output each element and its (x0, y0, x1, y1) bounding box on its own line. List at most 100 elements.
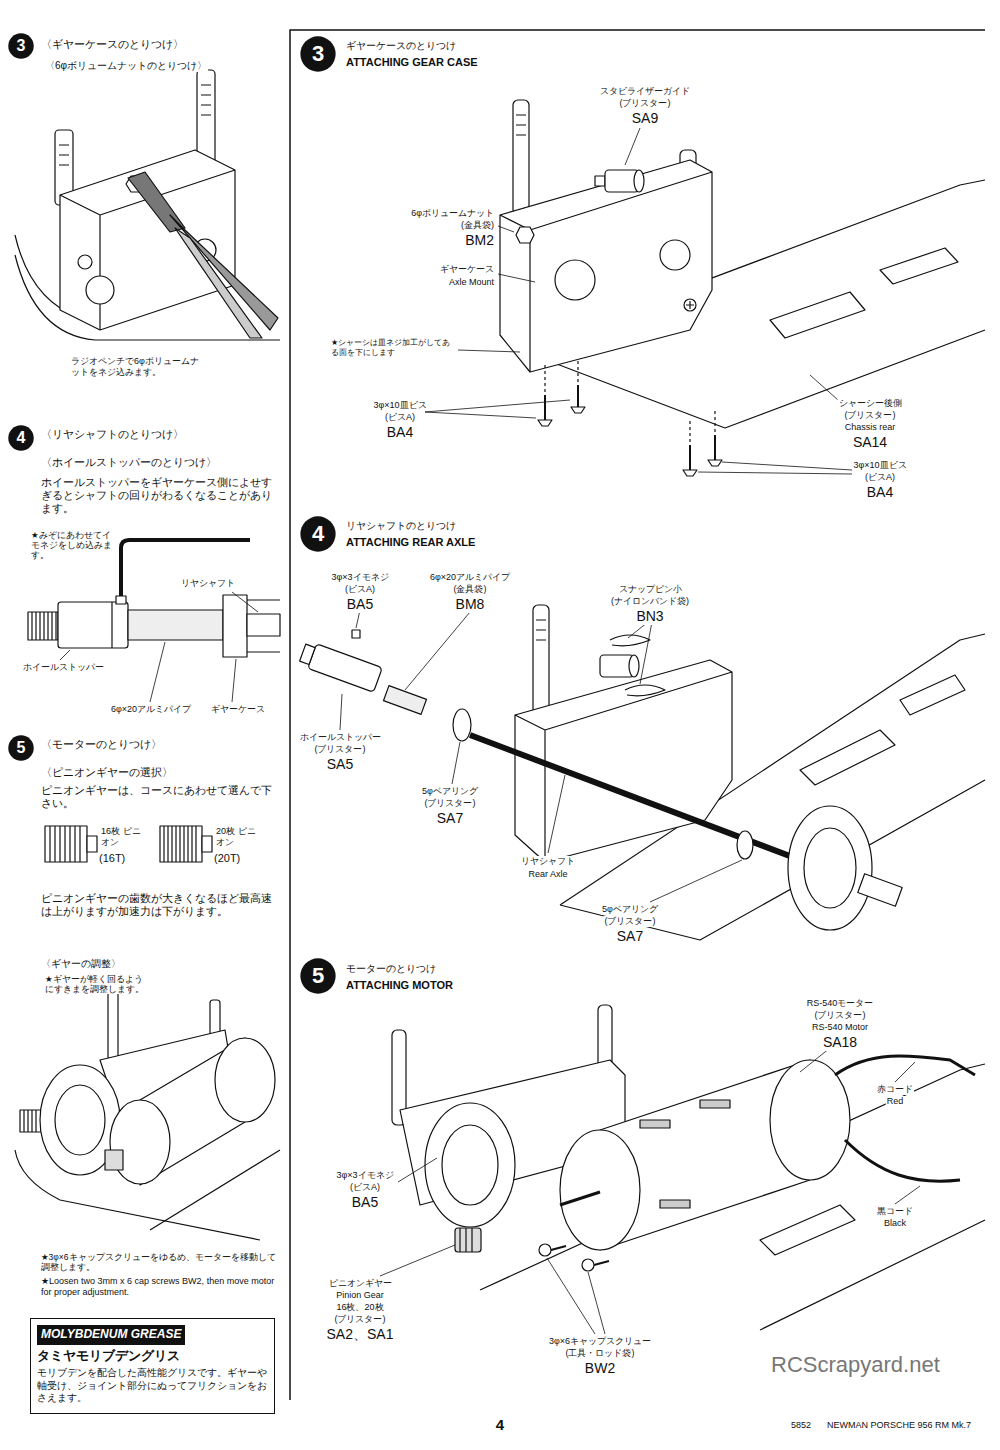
motor-assembly (380, 1005, 985, 1334)
motor-assembly (760, 1205, 855, 1255)
rear-axle-assembly (340, 610, 742, 902)
rear-axle-assembly (737, 831, 753, 859)
gear-adjustment-drawing (108, 990, 118, 1060)
callout-label: シャーシー後側 (838, 398, 903, 409)
motor-assembly (380, 1048, 920, 1334)
part-code: BA4 (866, 484, 894, 501)
callout-label: 16枚 ピニオン (100, 826, 146, 848)
callout-label: 赤コード (876, 1084, 914, 1095)
gear-case-assembly (880, 248, 958, 284)
part-code: SA7 (436, 810, 464, 827)
gear-case-photo (60, 170, 235, 330)
shaft-detail (111, 602, 112, 648)
step-circle (300, 516, 335, 551)
motor-assembly (551, 1246, 609, 1265)
product-note: モリブデンを配合した高性能グリスです。ギヤーや軸受け、ジョイント部分にぬってフリ… (37, 1367, 268, 1404)
callout-label: 3φ×10皿ビス (372, 400, 427, 411)
callout-label: Chassis rear (844, 422, 897, 433)
motor-assembly (560, 1192, 600, 1205)
step-number-text: 4 (8, 425, 34, 451)
part-code: BM8 (455, 596, 486, 613)
step-number-text: 3 (300, 36, 336, 72)
callout-label: 5φベアリング (601, 904, 659, 915)
callout-label: 〈モーターのとりつけ〉 (40, 738, 163, 751)
step-circle (300, 36, 335, 71)
callout-label: 5φベアリング (421, 786, 479, 797)
callout-label: (ブリスター) (424, 798, 477, 809)
motor-assembly (560, 1130, 640, 1250)
rear-axle-assembly (858, 874, 902, 906)
step-number-text: 3 (8, 33, 34, 59)
step-number: 3 (300, 36, 336, 72)
gear-case-photo (78, 255, 92, 269)
gear-case-assembly (425, 100, 985, 476)
step-number: 3 (8, 33, 34, 59)
callout-label: (ビスA) (344, 584, 376, 595)
callout-label: 〈リヤシャフトのとりつけ〉 (40, 428, 185, 441)
callout-label: 〈ピニオンギヤーの選択〉 (40, 766, 174, 779)
part-code: BW2 (584, 1360, 616, 1377)
step-number: 4 (300, 516, 336, 552)
gear-case-assembly (513, 100, 529, 215)
callout-label: (ビスA) (384, 412, 416, 423)
callout-label: ホイールストッパーをギヤーケース側によせすぎるとシャフトの回りがわるくなることが… (40, 476, 282, 516)
callout-label: ★3φ×6キャップスクリューをゆるめ、モーターを移動して調整します。 (40, 1252, 282, 1272)
part-code: SA7 (616, 928, 644, 945)
callout-label: ★シャーシは皿ネジ加工がしてある面を下にします (330, 338, 457, 357)
callout-label: ラジオペンチで6φボリュームナットをネジ込みます。 (70, 356, 207, 378)
gear-adjustment-drawing (55, 1085, 105, 1155)
callout-label: (ブリスター) (604, 916, 657, 927)
callout-label: リヤシャフト (520, 856, 576, 867)
gear-adjustment-drawing (105, 1150, 123, 1170)
step-circle (8, 425, 33, 450)
footer-text: 5852 (790, 1420, 812, 1431)
callout-label: ★ギヤーが軽く回るようにすきまを調整します。 (44, 974, 146, 994)
product-name: タミヤモリブデングリス (37, 1348, 268, 1365)
rear-axle-assembly (453, 709, 471, 741)
motor-assembly (640, 1120, 670, 1128)
note-box: MOLYBDENUM GREASEタミヤモリブデングリスモリブデンを配合した高性… (30, 1318, 275, 1414)
callout-label: (ブリスター) (334, 1314, 387, 1325)
part-code: BA5 (351, 1194, 379, 1211)
callout-label: 〈ホイールストッパーのとりつけ〉 (40, 456, 218, 469)
motor-assembly (442, 1125, 498, 1205)
callout-label: Axle Mount (448, 277, 495, 288)
gear-case-assembly (516, 227, 534, 243)
rear-axle-assembly (800, 730, 895, 785)
part-code: SA14 (852, 434, 888, 451)
panel-frame (290, 30, 985, 1400)
callout-label: 3φ×6キャップスクリュー (548, 1336, 652, 1347)
callout-label: リヤシャフト (180, 578, 236, 589)
gear-case-assembly (770, 292, 865, 338)
gear-adjustment-drawing (24, 1110, 36, 1132)
step-number: 5 (300, 958, 336, 994)
callout-label: 〈ギヤーケースのとりつけ〉 (40, 38, 185, 51)
callout-label: ピニオンギヤー (328, 1278, 393, 1289)
part-code: BM2 (464, 232, 495, 249)
callout-label: 3φ×3イモネジ (330, 572, 389, 583)
motor-assembly (582, 1259, 594, 1271)
callout-label: ホイールストッパー (299, 732, 382, 743)
callout-label: ピニオンギヤーの歯数が大きくなるほど最高速は上がりますが加速力は下がります。 (40, 892, 282, 918)
callout-label: ★Loosen two 3mm x 6 cap screws BW2, then… (40, 1276, 282, 1298)
callout-label: ATTACHING REAR AXLE (345, 536, 476, 549)
rear-axle-assembly (804, 828, 856, 908)
callout-label: 3φ×10皿ビス (852, 460, 907, 471)
callout-label: (ブリスター) (314, 744, 367, 755)
step-number-text: 5 (300, 958, 336, 994)
callout-label: (16T) (98, 852, 126, 865)
part-code: BA4 (386, 424, 414, 441)
pinion-icon (45, 826, 87, 862)
callout-label: ギヤーケース (210, 704, 266, 715)
gear-case-assembly (555, 260, 595, 300)
callout-label: Rear Axle (527, 869, 568, 880)
gear-case-photo (86, 276, 114, 304)
callout-label: RS-540 Motor (811, 1022, 869, 1033)
gear-case-photo (175, 228, 262, 338)
watermark: RCScrapyard.net (770, 1352, 941, 1378)
gear-case-assembly (500, 172, 712, 372)
rear-axle-assembly (352, 630, 360, 638)
step-number-text: 5 (8, 735, 34, 761)
